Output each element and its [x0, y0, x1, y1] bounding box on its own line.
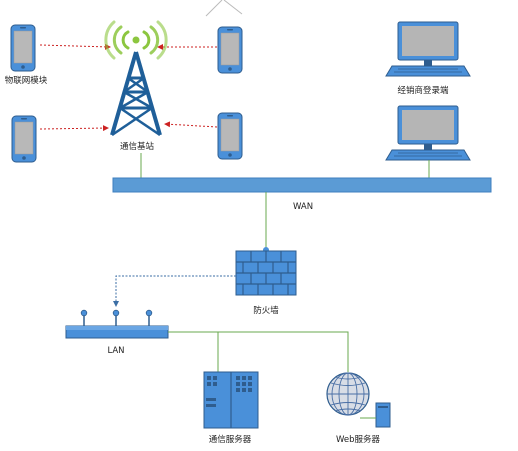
wan-bus	[112, 177, 492, 193]
lan-label: LAN	[107, 346, 124, 356]
antenna-tip	[132, 36, 140, 44]
iot-phone-3	[217, 26, 243, 74]
server-rack-icon	[203, 371, 259, 429]
phone-icon	[10, 24, 36, 72]
dealer-terminal-label: 经销商登录端	[397, 85, 449, 96]
monitor-icon	[385, 21, 471, 77]
base-station-label: 通信基站	[120, 141, 155, 152]
firewall-lan-link	[113, 275, 236, 307]
switch-icon	[65, 309, 169, 339]
signal-waves-icon	[104, 20, 168, 60]
web-server-label: Web服务器	[336, 434, 381, 445]
decorative-lines	[205, 0, 243, 17]
dealer-terminal-2	[385, 105, 471, 161]
wan-uplinks	[140, 153, 430, 178]
dealer-terminal-1	[385, 21, 471, 77]
globe-server-icon	[326, 372, 391, 428]
monitor-icon	[385, 105, 471, 161]
comm-server-label: 通信服务器	[209, 434, 252, 445]
iot-phone-1	[10, 24, 36, 72]
iot-phone-4	[217, 112, 243, 160]
wan-label: WAN	[293, 202, 313, 212]
phone-icon	[217, 112, 243, 160]
iot-phone-2	[11, 115, 37, 163]
wireless-links	[39, 43, 218, 132]
phone-icon	[11, 115, 37, 163]
cell-tower-icon	[110, 51, 162, 137]
iot-module-label: 物联网模块	[5, 75, 48, 86]
lan-server-links	[168, 331, 349, 372]
firewall-icon	[235, 250, 297, 296]
phone-icon	[217, 26, 243, 74]
firewall-label: 防火墙	[253, 305, 279, 316]
